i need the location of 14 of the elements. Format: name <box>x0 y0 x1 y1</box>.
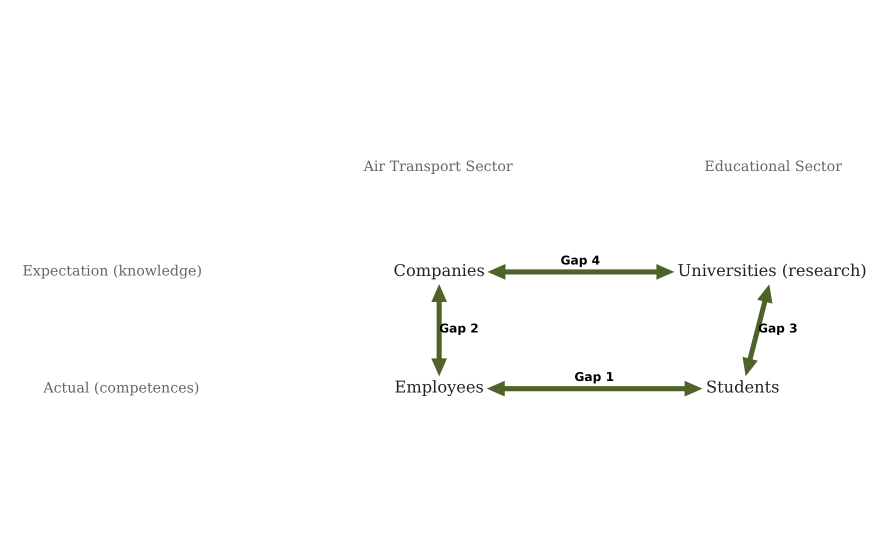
edge-label: Gap 1 <box>574 370 614 384</box>
arrow <box>430 284 447 376</box>
node-text: Students <box>706 378 779 397</box>
node-text: Universities (research) <box>677 260 866 280</box>
label: Expectation (knowledge) <box>22 264 202 280</box>
edge-label: Gap 4 <box>560 253 600 268</box>
label: Educational Sector <box>704 159 842 176</box>
label: Air Transport Sector <box>363 159 512 176</box>
arrow <box>486 264 674 280</box>
label: Actual (competences) <box>42 380 199 396</box>
node-text: Employees <box>394 378 484 397</box>
arrow <box>486 380 702 397</box>
arrow <box>742 284 772 376</box>
node-text: Companies <box>393 260 484 280</box>
